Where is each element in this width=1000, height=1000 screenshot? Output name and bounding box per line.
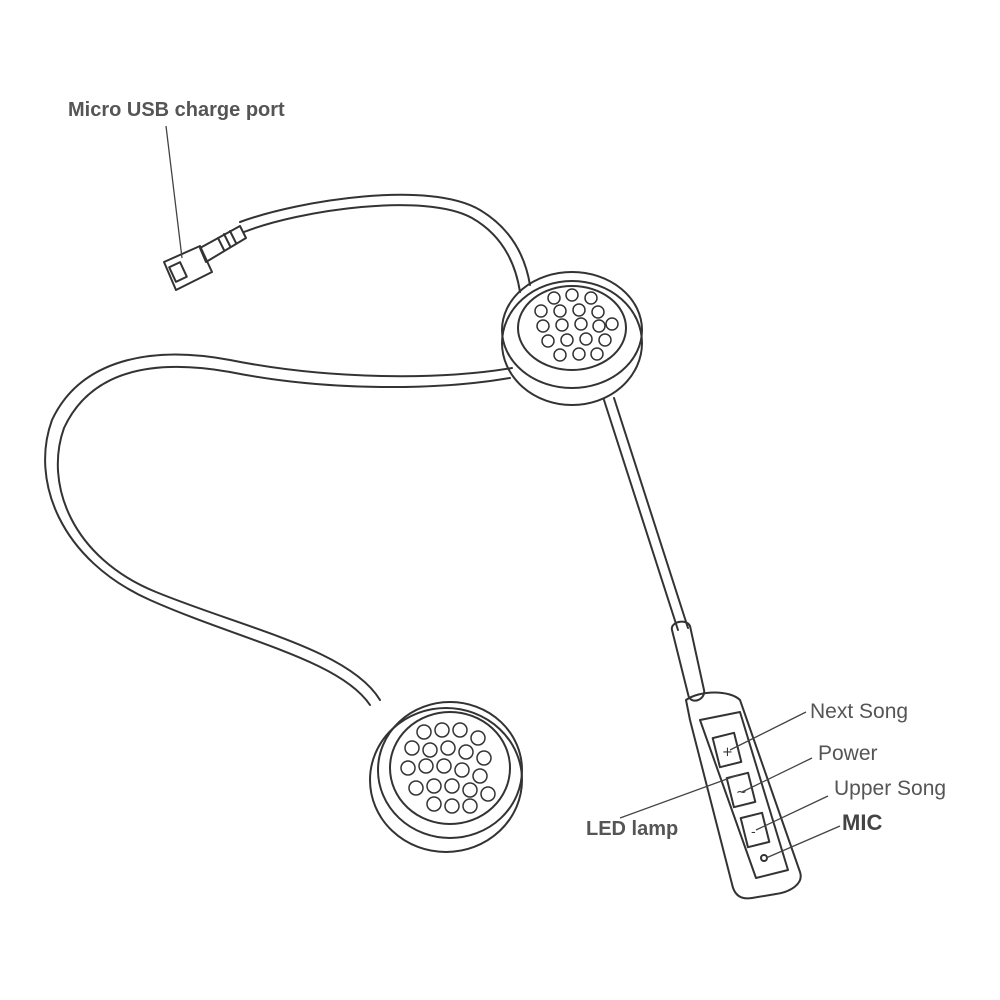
- speaker-icon: [501, 271, 643, 406]
- svg-text:-: -: [751, 825, 756, 840]
- upper-song-label: Upper Song: [834, 777, 946, 800]
- usb-connector-icon: [163, 225, 247, 291]
- speaker-icon: [369, 701, 523, 853]
- upper-speaker-holes: [534, 288, 619, 362]
- power-label: Power: [818, 742, 878, 765]
- usb-cable: [239, 193, 531, 293]
- leader-lines: [165, 125, 841, 859]
- next-song-button[interactable]: +: [711, 731, 743, 769]
- remote-control-icon: + ~ -: [670, 620, 802, 900]
- svg-text:+: +: [722, 745, 733, 760]
- connecting-cable: [44, 353, 513, 706]
- svg-text:~: ~: [736, 785, 747, 800]
- remote-cable: [603, 397, 689, 631]
- usb-port-label: Micro USB charge port: [68, 99, 285, 121]
- upper-song-button[interactable]: -: [739, 811, 771, 849]
- led-lamp-label: LED lamp: [586, 818, 678, 840]
- lower-speaker-holes: [400, 722, 496, 814]
- mic-label: MIC: [842, 810, 882, 835]
- next-song-label: Next Song: [810, 700, 908, 723]
